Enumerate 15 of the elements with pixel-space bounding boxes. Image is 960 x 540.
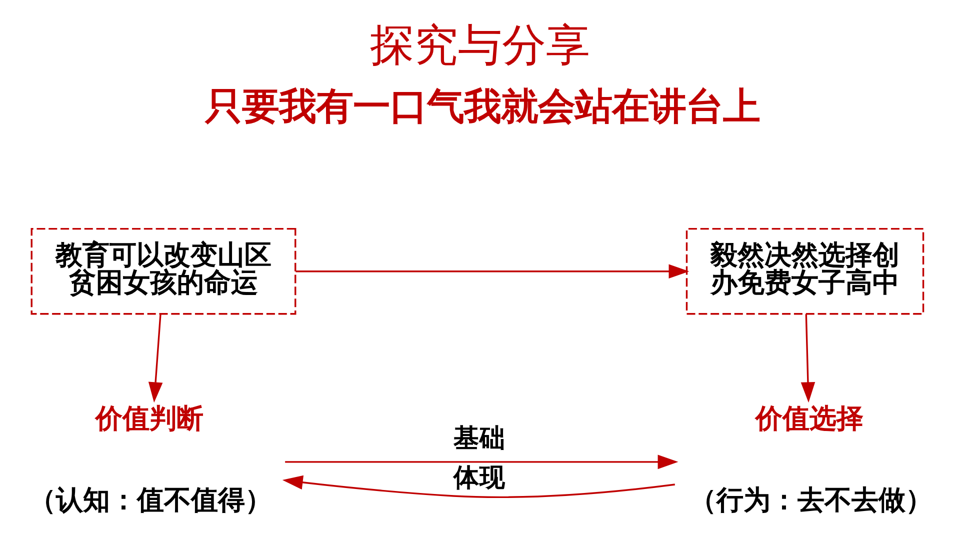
arrow [800, 314, 816, 402]
diagram-title: 探究与分享 [370, 20, 590, 71]
node-label: （认知：值不值得） [29, 484, 272, 516]
arrow [296, 264, 690, 278]
label: 只要我有一口气我就会站在讲台上 [205, 84, 760, 128]
node-box: 毅然决然选择创办免费女子高中 [686, 227, 924, 314]
node-label: （行为：去不去做） [689, 484, 932, 516]
node-text: 价值判断 [95, 403, 204, 434]
arrow [148, 314, 163, 402]
node-text: 价值选择 [756, 403, 864, 434]
edge-label: 基础 [454, 423, 506, 454]
edge-label: 体现 [454, 462, 506, 492]
arrow [282, 474, 675, 498]
arrow [285, 454, 678, 469]
node-box: 教育可以改变山区贫困女孩的命运 [30, 227, 296, 314]
